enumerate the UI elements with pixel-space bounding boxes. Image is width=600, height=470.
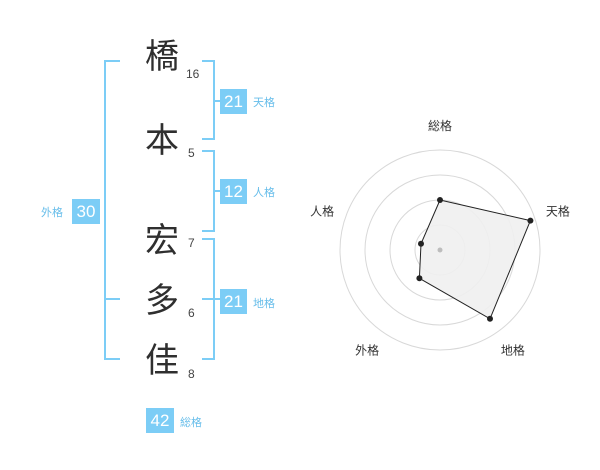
chikaku-middle-tick <box>202 298 215 300</box>
soukaku-label: 総格 <box>180 416 202 429</box>
name-char-1: 橋 <box>145 37 179 77</box>
name-char-3: 宏 <box>145 221 179 261</box>
radar-point-5 <box>418 240 424 247</box>
tenkaku-value-badge: 21 <box>220 89 247 114</box>
radar-axis-label-4: 外格 <box>355 342 379 357</box>
chikaku-connector <box>214 298 220 300</box>
tenkaku-label: 天格 <box>253 96 275 109</box>
radar-axis-label-5: 人格 <box>310 204 334 219</box>
radar-point-3 <box>487 315 493 322</box>
gaikaku-bracket <box>104 60 120 360</box>
stroke-count-2: 5 <box>188 146 195 160</box>
name-char-4: 多 <box>145 281 179 321</box>
jinkaku-connector <box>214 190 220 192</box>
radar-axis-label-2: 天格 <box>546 204 570 219</box>
jinkaku-label: 人格 <box>253 186 275 199</box>
radar-center-dot <box>437 247 443 253</box>
gaikaku-bracket-middle <box>104 298 120 300</box>
name-char-5: 佳 <box>145 341 179 381</box>
stroke-count-5: 8 <box>188 367 195 381</box>
radar-point-4 <box>416 275 423 282</box>
radar-ring-4 <box>339 149 541 351</box>
radar-axis-label-1: 総格 <box>428 118 452 133</box>
gaikaku-value-badge: 30 <box>72 199 100 224</box>
stroke-count-4: 6 <box>188 306 195 320</box>
radar-point-1 <box>437 197 443 203</box>
stroke-count-1: 16 <box>186 67 200 81</box>
chikaku-label: 地格 <box>253 297 275 310</box>
jinkaku-value-badge: 12 <box>220 179 247 204</box>
name-char-2: 本 <box>145 121 179 161</box>
tenkaku-connector <box>214 100 220 102</box>
stroke-count-3: 7 <box>188 236 195 250</box>
gaikaku-label: 外格 <box>41 206 63 219</box>
radar-area <box>418 199 532 320</box>
radar-point-2 <box>527 217 534 224</box>
chikaku-value-badge: 21 <box>220 289 247 314</box>
radar-axis-label-3: 地格 <box>501 342 525 357</box>
soukaku-value-badge: 42 <box>146 408 174 433</box>
